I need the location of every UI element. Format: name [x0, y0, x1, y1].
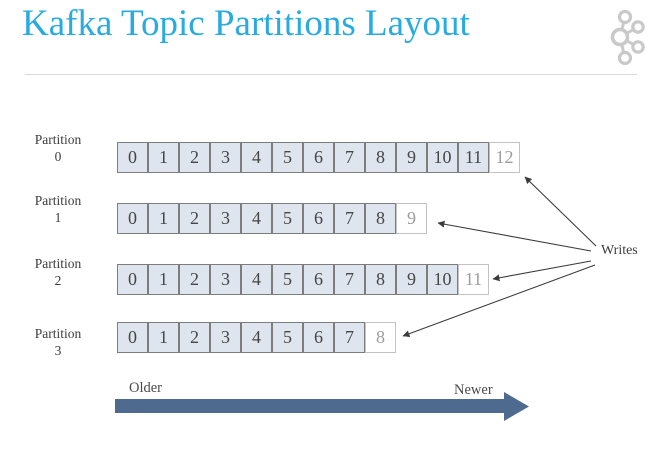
- offset-cell: 0: [117, 142, 148, 173]
- partition-1-label: Partition 1: [34, 193, 82, 225]
- offset-cell: 8: [365, 203, 396, 234]
- offset-cell: 0: [117, 203, 148, 234]
- kafka-logo-icon: [610, 9, 645, 66]
- offset-cell: 5: [272, 142, 303, 173]
- offset-cell: 4: [241, 264, 272, 295]
- offset-cell: 3: [210, 142, 241, 173]
- offset-cell: 3: [210, 203, 241, 234]
- offset-cell: 6: [303, 142, 334, 173]
- offset-cell: 2: [179, 322, 210, 353]
- offset-cell: 2: [179, 203, 210, 234]
- offset-cell: 0: [117, 322, 148, 353]
- offset-cell: 1: [148, 264, 179, 295]
- offset-cell: 5: [272, 203, 303, 234]
- offset-cell: 10: [427, 142, 458, 173]
- offset-cell: 3: [210, 264, 241, 295]
- writes-label: Writes: [601, 243, 638, 258]
- offset-cell: 4: [241, 322, 272, 353]
- offset-cell: 8: [365, 142, 396, 173]
- offset-cell: 8: [365, 264, 396, 295]
- offset-cell: 7: [334, 322, 365, 353]
- slide-title: Kafka Topic Partitions Layout: [22, 3, 470, 44]
- offset-cell: 5: [272, 264, 303, 295]
- offset-cell: 1: [148, 142, 179, 173]
- offset-cell: 2: [179, 264, 210, 295]
- offset-cell: 1: [148, 203, 179, 234]
- offset-cell: 7: [334, 142, 365, 173]
- next-offset-cell: 9: [396, 203, 427, 234]
- next-offset-cell: 12: [489, 142, 520, 173]
- offset-cell: 7: [334, 203, 365, 234]
- partition-0-label: Partition 0: [34, 132, 82, 164]
- offset-cell: 5: [272, 322, 303, 353]
- partition-2-label: Partition 2: [34, 256, 82, 288]
- offset-cell: 0: [117, 264, 148, 295]
- offset-cell: 10: [427, 264, 458, 295]
- offset-cell: 4: [241, 142, 272, 173]
- write-arrow-partition-2: [492, 260, 592, 282]
- offset-cell: 6: [303, 322, 334, 353]
- offset-cell: 6: [303, 203, 334, 234]
- offset-cell: 4: [241, 203, 272, 234]
- write-arrow-partition-0: [524, 176, 597, 247]
- next-offset-cell: 11: [458, 264, 489, 295]
- newer-label: Newer: [454, 382, 493, 398]
- offset-cell: 3: [210, 322, 241, 353]
- offset-cell: 1: [148, 322, 179, 353]
- write-arrow-partition-1: [437, 220, 592, 252]
- offset-cell: 7: [334, 264, 365, 295]
- partition-3-label: Partition 3: [34, 326, 82, 358]
- offset-cell: 9: [396, 264, 427, 295]
- offset-cell: 2: [179, 142, 210, 173]
- older-label: Older: [129, 380, 163, 396]
- next-offset-cell: 8: [365, 322, 396, 353]
- offset-cell: 9: [396, 142, 427, 173]
- offset-cell: 11: [458, 142, 489, 173]
- title-divider: [25, 74, 637, 75]
- offset-cell: 6: [303, 264, 334, 295]
